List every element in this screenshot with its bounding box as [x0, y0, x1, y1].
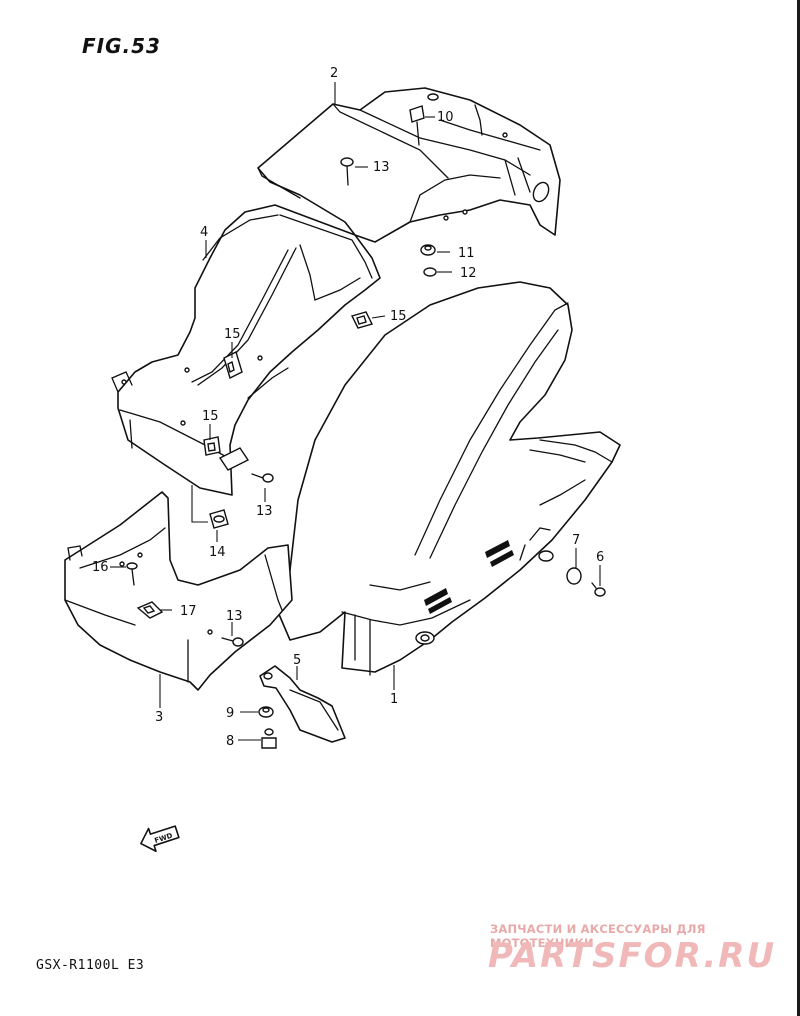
nut-11[interactable]: [420, 244, 436, 256]
screw-6[interactable]: [591, 582, 606, 597]
nut-9[interactable]: [258, 706, 274, 718]
callout-16: 16: [92, 560, 109, 575]
callout-labels: 2 10 13 4 11 12 15 15 15 13 14 16 17 13 …: [92, 66, 604, 749]
clip-nut-15-c[interactable]: [350, 311, 374, 329]
figure-title: FIG.53: [82, 34, 161, 58]
callout-13-low: 13: [226, 609, 243, 624]
callout-5: 5: [293, 653, 301, 668]
callout-6: 6: [596, 550, 604, 565]
fwd-arrow-icon: FWD: [140, 825, 180, 853]
callout-8: 8: [226, 734, 234, 749]
bracket-near-15b: [218, 447, 250, 471]
screw-13-top[interactable]: [340, 157, 354, 186]
model-code: GSX-R1100L E3: [36, 958, 145, 973]
screw-13-low[interactable]: [221, 637, 244, 647]
screw-10[interactable]: [409, 105, 425, 146]
callout-1: 1: [390, 692, 398, 707]
part-5-bracket[interactable]: [259, 665, 346, 743]
part-1-rear-fender-hugger[interactable]: [277, 281, 621, 676]
screw-16[interactable]: [126, 562, 138, 586]
callout-17: 17: [180, 604, 197, 619]
watermark-tagline: ЗАПЧАСТИ И АКСЕССУАРЫ ДЛЯ МОТОТЕХНИКИ: [490, 922, 706, 950]
bolt-8[interactable]: [261, 728, 277, 749]
part-2-rear-fender-upper[interactable]: [257, 87, 561, 243]
washer-7[interactable]: [566, 567, 582, 585]
callout-2: 2: [330, 66, 338, 81]
clip-nut-17[interactable]: [136, 601, 164, 619]
clip-nut-15-b[interactable]: [203, 436, 221, 456]
callout-13-top: 13: [373, 160, 390, 175]
callout-10: 10: [437, 110, 454, 125]
callout-13-mid: 13: [256, 504, 273, 519]
callout-15-right: 15: [390, 309, 407, 324]
callout-11: 11: [458, 246, 475, 261]
watermark-logo: PARTSFOR.RU: [488, 936, 777, 976]
callout-15-mid: 15: [202, 409, 219, 424]
callout-15-top: 15: [224, 327, 241, 342]
part-3-lower-mudflap[interactable]: [64, 491, 293, 691]
bolt-14[interactable]: [209, 509, 229, 529]
leader-lines: [110, 82, 601, 741]
callout-12: 12: [460, 266, 477, 281]
scan-border: [797, 0, 800, 1016]
callout-7: 7: [572, 533, 580, 548]
callout-3: 3: [155, 710, 163, 725]
washer-12[interactable]: [423, 267, 437, 277]
screw-13-mid[interactable]: [251, 473, 274, 483]
callout-4: 4: [200, 225, 208, 240]
callout-9: 9: [226, 706, 234, 721]
callout-14: 14: [209, 545, 226, 560]
